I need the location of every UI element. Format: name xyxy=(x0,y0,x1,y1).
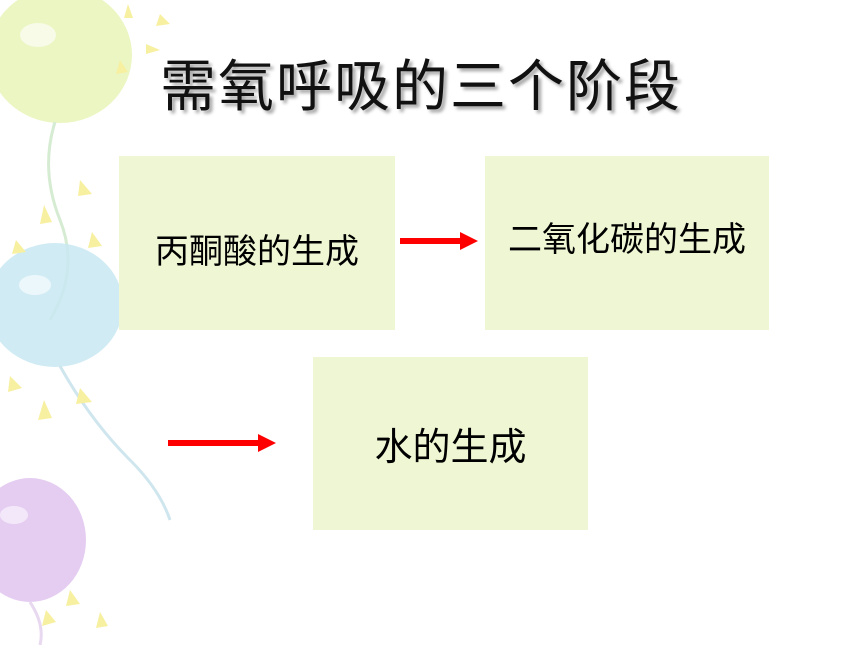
stage-box-water: 水的生成 xyxy=(313,357,588,530)
sparkle-icon xyxy=(8,4,170,628)
right-arrow-icon xyxy=(400,232,478,250)
stage-label: 水的生成 xyxy=(374,425,527,469)
balloon-purple-icon xyxy=(0,478,86,645)
stage-box-pyruvate: 丙酮酸的生成 xyxy=(119,156,395,330)
slide-title: 需氧呼吸的三个阶段 xyxy=(160,55,682,120)
right-arrow-icon xyxy=(168,434,276,452)
stage-label: 二氧化碳的生成 xyxy=(508,220,746,260)
stage-box-carbon-dioxide: 二氧化碳的生成 xyxy=(485,156,769,330)
balloon-blue-icon xyxy=(0,243,172,521)
balloon-decoration xyxy=(0,0,172,645)
stage-label: 丙酮酸的生成 xyxy=(155,231,359,272)
